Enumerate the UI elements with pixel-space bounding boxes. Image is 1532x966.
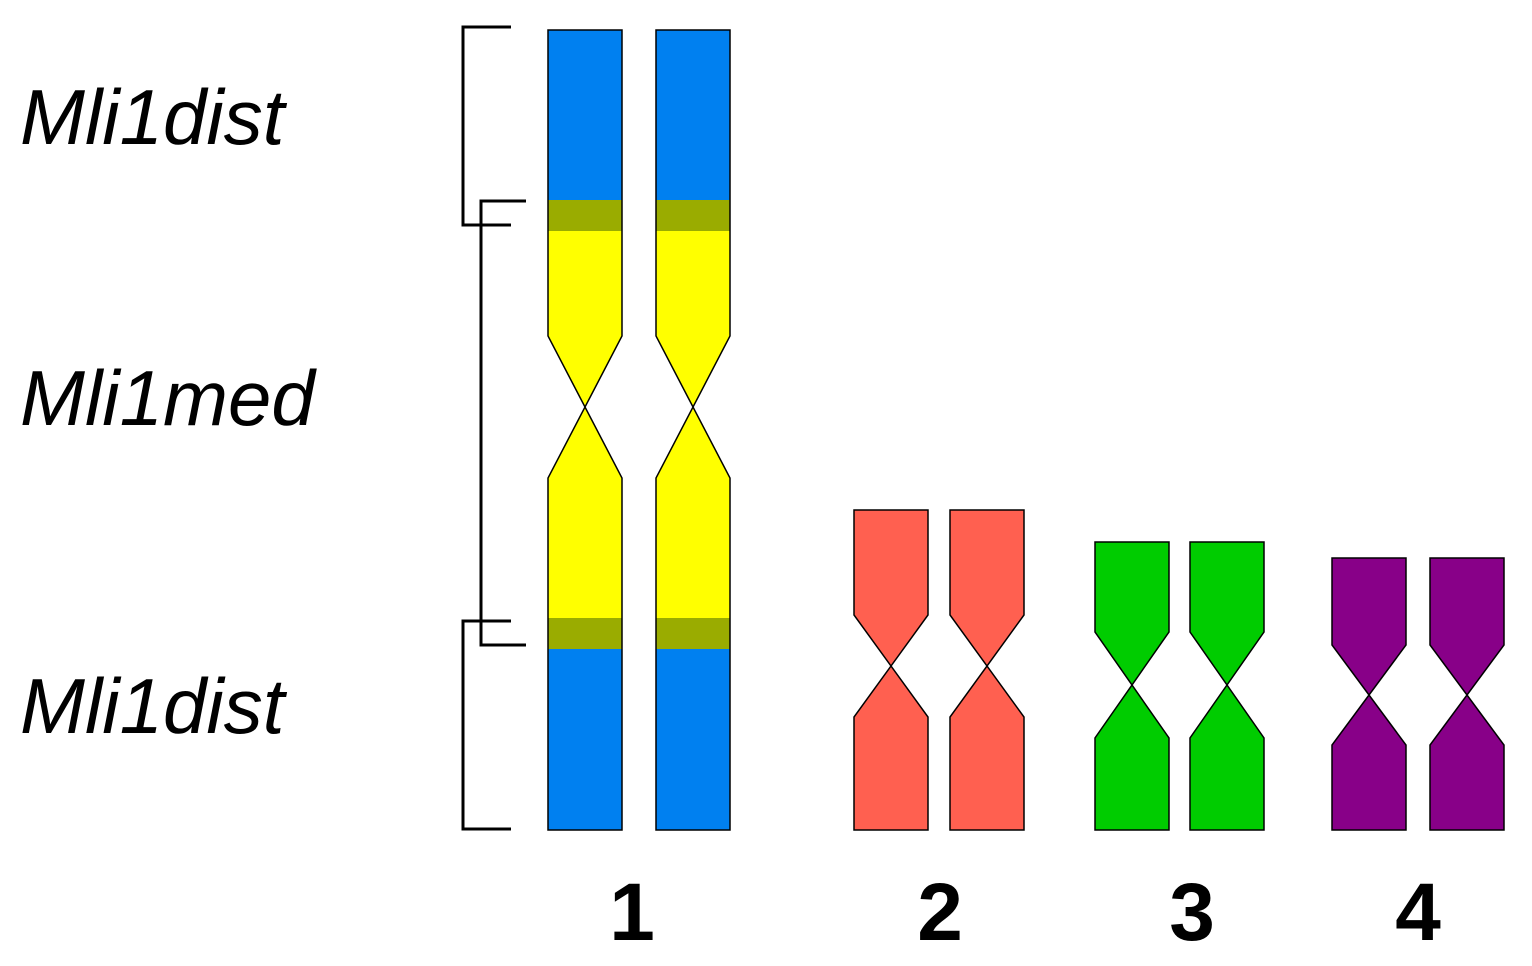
chromosome-3 bbox=[1094, 541, 1265, 831]
boundary-band-bottom bbox=[548, 618, 622, 649]
median-segment bbox=[656, 231, 730, 618]
chromosome-number-2: 2 bbox=[917, 867, 963, 958]
chromosome-1-chromatid-right bbox=[655, 29, 731, 831]
bracket-bottom-distal bbox=[461, 619, 511, 831]
chromosome-2-chromatid-right bbox=[949, 509, 1025, 831]
chromosome-4 bbox=[1331, 557, 1505, 831]
chromosome-3-chromatid-right bbox=[1189, 541, 1265, 831]
distal-segment-bottom bbox=[548, 649, 622, 830]
chromatid-outline bbox=[547, 29, 623, 831]
median-segment bbox=[548, 231, 622, 618]
chromosome-number-1: 1 bbox=[609, 867, 655, 958]
distal-segment-top bbox=[656, 30, 730, 200]
chromosome-1 bbox=[547, 29, 731, 831]
chromosome-2 bbox=[853, 509, 1025, 831]
chromosome-number-3: 3 bbox=[1169, 867, 1215, 958]
chromosome-2-chromatid-left bbox=[853, 509, 929, 831]
region-label-top-distal: Mli1dist bbox=[20, 73, 288, 161]
boundary-band-top bbox=[656, 200, 730, 231]
chromatid-outline bbox=[655, 29, 731, 831]
chromosome-number-4: 4 bbox=[1395, 867, 1441, 958]
chromosome-1-chromatid-left bbox=[547, 29, 623, 831]
distal-segment-bottom bbox=[656, 649, 730, 830]
boundary-band-bottom bbox=[656, 618, 730, 649]
chromosome-3-chromatid-left bbox=[1094, 541, 1170, 831]
bracket-top-distal bbox=[461, 25, 511, 227]
chromosome-4-chromatid-left bbox=[1331, 557, 1407, 831]
region-label-median: Mli1med bbox=[20, 354, 317, 442]
boundary-band-top bbox=[548, 200, 622, 231]
distal-segment-top bbox=[548, 30, 622, 200]
region-label-bottom-distal: Mli1dist bbox=[20, 662, 288, 750]
bracket-median bbox=[479, 199, 526, 647]
chromosome-4-chromatid-right bbox=[1429, 557, 1505, 831]
